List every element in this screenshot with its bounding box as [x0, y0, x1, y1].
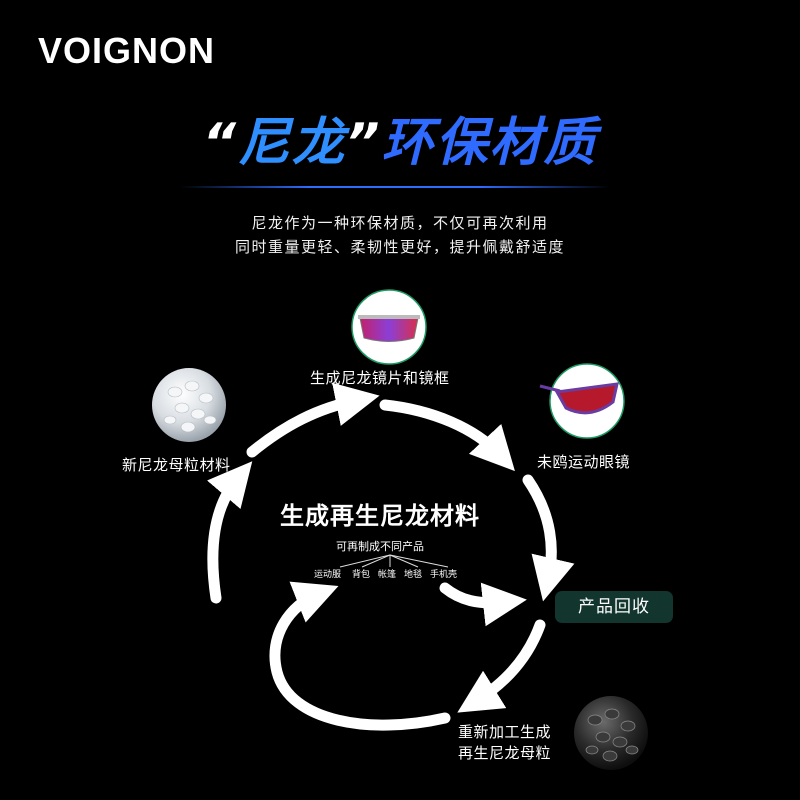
- label-reprocess-line-1: 重新加工生成: [458, 723, 552, 741]
- glasses-icon: [539, 363, 625, 439]
- description-line-1: 尼龙作为一种环保材质，不仅可再次利用: [251, 214, 549, 232]
- arrow-left-up: [206, 461, 253, 604]
- label-reprocess-line-2: 再生尼龙母粒: [458, 744, 552, 762]
- arrow-top-right: [379, 399, 515, 472]
- quote-open: “: [202, 113, 238, 173]
- center-title: 生成再生尼龙材料: [280, 502, 480, 530]
- product-item: 手机壳: [430, 570, 458, 580]
- product-item: 运动服: [314, 570, 342, 580]
- title-underline: [180, 186, 610, 188]
- product-item: 地毯: [404, 570, 423, 580]
- label-glasses: 未鸥运动眼镜: [537, 453, 631, 471]
- headline: “尼龙”环保材质: [0, 108, 800, 178]
- product-connectors: [339, 554, 449, 568]
- recycle-badge: 产品回收: [555, 591, 673, 623]
- label-lens-frame: 生成尼龙镜片和镜框: [310, 369, 450, 387]
- arrow-right-down: [522, 474, 575, 602]
- lens-frame-icon: [351, 289, 427, 365]
- label-white-pellets: 新尼龙母粒材料: [122, 456, 231, 474]
- headline-rest: 环保材质: [381, 113, 598, 173]
- arrow-bottom-loop: [269, 581, 451, 731]
- headline-highlight: 尼龙: [237, 113, 346, 173]
- black-pellets-icon: [574, 696, 648, 770]
- arrow-products-recycle: [439, 582, 527, 627]
- quote-close: ”: [346, 113, 382, 173]
- product-item: 背包: [352, 570, 371, 580]
- arrow-top-left: [246, 382, 380, 458]
- arrow-recycle-down: [457, 619, 546, 713]
- white-pellets-icon: [152, 368, 226, 442]
- description-line-2: 同时重量更轻、柔韧性更好，提升佩戴舒适度: [234, 238, 565, 256]
- brand-logo: VOIGNON: [38, 30, 216, 71]
- product-item: 帐篷: [378, 570, 397, 580]
- center-subtitle: 可再制成不同产品: [336, 540, 424, 553]
